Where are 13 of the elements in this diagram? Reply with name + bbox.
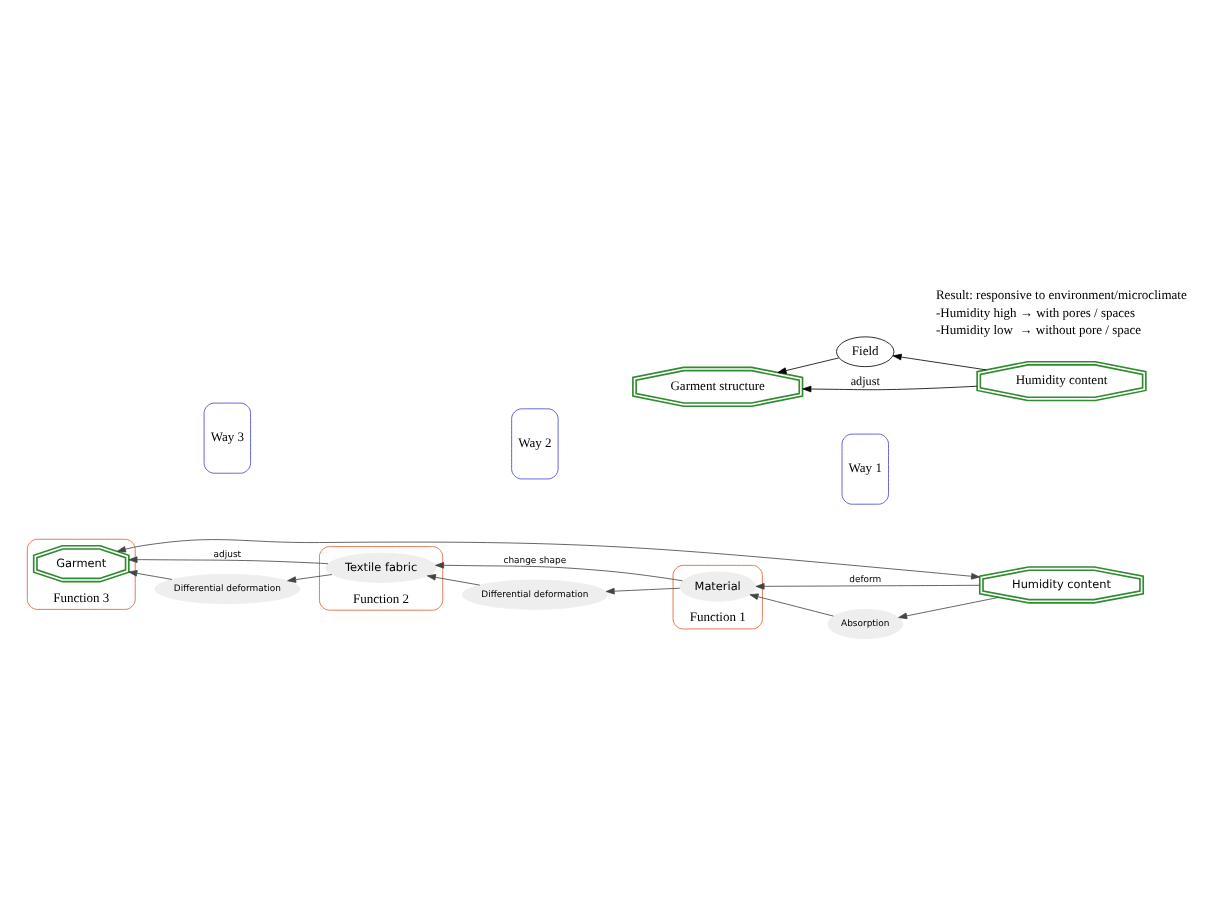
arrow: [605, 587, 681, 595]
arrow: [892, 353, 987, 371]
arrow: [755, 583, 980, 590]
arrow: [128, 556, 329, 565]
arrow: [128, 570, 173, 580]
arrow: [426, 574, 481, 586]
arrow: [287, 574, 333, 583]
arrow: [898, 596, 1000, 620]
arrow: [435, 562, 683, 582]
arrow: [802, 385, 978, 393]
arrow: [749, 593, 834, 617]
arrow: [777, 357, 840, 374]
arrow: [116, 539, 981, 580]
